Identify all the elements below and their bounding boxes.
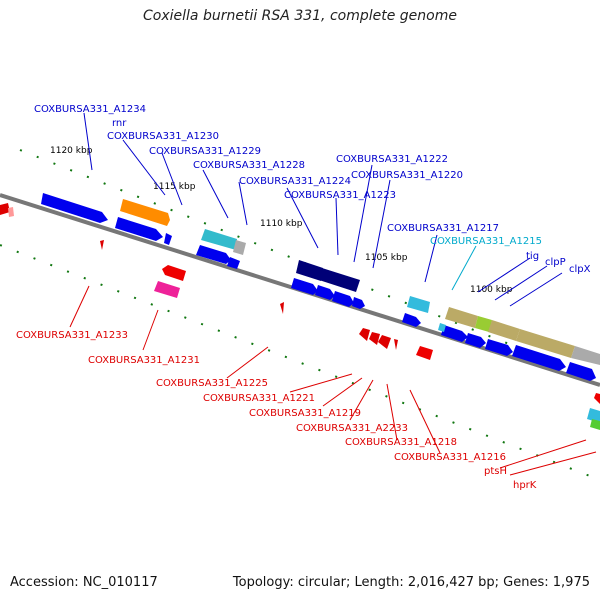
label-a1221[interactable]: COXBURSA331_A1221 xyxy=(203,393,315,404)
label-a1229[interactable]: COXBURSA331_A1229 xyxy=(149,146,261,157)
gene-a1221[interactable] xyxy=(359,328,370,341)
label-a1230[interactable]: COXBURSA331_A1230 xyxy=(107,131,219,142)
gene-tig-c[interactable] xyxy=(465,333,486,348)
reverse-labels: COXBURSA331_A1233 COXBURSA331_A1231 COXB… xyxy=(16,330,537,491)
gene-a1228-c[interactable] xyxy=(227,257,240,269)
label-a1228[interactable]: COXBURSA331_A1228 xyxy=(193,160,305,171)
forward-genes-inner xyxy=(115,217,596,381)
gene-clpX-b[interactable] xyxy=(512,345,566,371)
gene-a1233[interactable] xyxy=(162,265,186,281)
label-ptsH[interactable]: ptsH xyxy=(484,466,507,477)
label-a2233[interactable]: COXBURSA331_A2233 xyxy=(296,423,408,434)
tick-label-1115: 1115 kbp xyxy=(153,182,196,192)
gene-a1222-b[interactable] xyxy=(315,285,335,300)
label-hprK[interactable]: hprK xyxy=(513,480,537,491)
gene-a1228-b[interactable] xyxy=(196,245,231,264)
gene-a1220[interactable] xyxy=(352,297,365,309)
gene-a1230-b[interactable] xyxy=(164,233,172,245)
label-a1222[interactable]: COXBURSA331_A1222 xyxy=(336,154,448,165)
gene-a1225[interactable] xyxy=(280,302,284,314)
reverse-leader-lines xyxy=(69,285,597,476)
label-a1217[interactable]: COXBURSA331_A1217 xyxy=(387,223,499,234)
tick-label-1105: 1105 kbp xyxy=(365,253,408,263)
label-clpP[interactable]: clpP xyxy=(545,257,566,268)
gene-a1215[interactable] xyxy=(402,313,421,327)
gene-a1231[interactable] xyxy=(154,281,180,298)
label-clpX[interactable]: clpX xyxy=(569,264,591,275)
label-a1233[interactable]: COXBURSA331_A1233 xyxy=(16,330,128,341)
gene-rnr[interactable] xyxy=(120,199,170,226)
label-a1223[interactable]: COXBURSA331_A1223 xyxy=(284,190,396,201)
accession-text: Accession: NC_010117 xyxy=(10,575,158,590)
gene-end[interactable] xyxy=(571,346,600,365)
forward-leader-lines-right xyxy=(477,257,563,307)
forward-genes-outer xyxy=(41,193,600,365)
label-a1225[interactable]: COXBURSA331_A1225 xyxy=(156,378,268,389)
gene-clpP[interactable] xyxy=(488,320,520,341)
gene-a1224[interactable] xyxy=(296,260,323,281)
gene-clpX[interactable] xyxy=(516,329,575,358)
gene-tig[interactable] xyxy=(445,307,478,328)
gene-clpP-b[interactable] xyxy=(485,339,513,356)
map-title: Coxiella burnetii RSA 331, complete geno… xyxy=(143,8,457,24)
leader-a1215 xyxy=(451,245,477,291)
gene-a1233-small[interactable] xyxy=(100,240,104,250)
gene-a1217[interactable] xyxy=(407,296,430,313)
gene-a2233-b[interactable] xyxy=(394,339,398,350)
label-a1219[interactable]: COXBURSA331_A1219 xyxy=(249,408,361,419)
gene-ptsH[interactable] xyxy=(587,408,600,423)
label-a1220[interactable]: COXBURSA331_A1220 xyxy=(351,170,463,181)
gene-hprK[interactable] xyxy=(590,419,600,430)
gene-a1230[interactable] xyxy=(115,217,163,241)
tick-label-1100: 1100 kbp xyxy=(470,285,513,295)
label-a1224[interactable]: COXBURSA331_A1224 xyxy=(239,176,351,187)
gene-a1222[interactable] xyxy=(291,278,318,295)
gene-tig-2[interactable] xyxy=(475,316,492,332)
gene-a2233[interactable] xyxy=(378,335,391,349)
gene-a1222-c[interactable] xyxy=(332,291,354,307)
gene-left-edge-b[interactable] xyxy=(8,207,14,217)
forward-labels: COXBURSA331_A1234 rnr COXBURSA331_A1230 … xyxy=(34,104,591,275)
gene-a1223[interactable] xyxy=(319,268,360,292)
tick-label-1110: 1110 kbp xyxy=(260,219,303,229)
gene-a1229[interactable] xyxy=(201,229,237,250)
label-a1216[interactable]: COXBURSA331_A1216 xyxy=(394,452,506,463)
label-a1231[interactable]: COXBURSA331_A1231 xyxy=(88,355,200,366)
gene-left-edge[interactable] xyxy=(0,203,10,215)
label-rnr[interactable]: rnr xyxy=(112,118,127,129)
label-a1234[interactable]: COXBURSA331_A1234 xyxy=(34,104,146,115)
gene-a1218[interactable] xyxy=(416,346,433,360)
tick-label-1120: 1120 kbp xyxy=(50,146,93,156)
label-a1218[interactable]: COXBURSA331_A1218 xyxy=(345,437,457,448)
forward-leader-lines xyxy=(83,112,438,283)
reverse-genes xyxy=(0,203,600,430)
gene-end-b[interactable] xyxy=(566,362,596,381)
gene-a1215-cyan[interactable] xyxy=(438,323,446,332)
genome-summary-text: Topology: circular; Length: 2,016,427 bp… xyxy=(232,575,590,590)
gene-a1228[interactable] xyxy=(233,240,246,255)
gene-right-red[interactable] xyxy=(594,393,600,404)
gene-a1234[interactable] xyxy=(41,193,108,223)
gene-tig-b[interactable] xyxy=(441,325,468,342)
label-tig[interactable]: tig xyxy=(526,251,539,262)
label-a1215[interactable]: COXBURSA331_A1215 xyxy=(430,236,542,247)
gene-a1219[interactable] xyxy=(369,332,380,345)
